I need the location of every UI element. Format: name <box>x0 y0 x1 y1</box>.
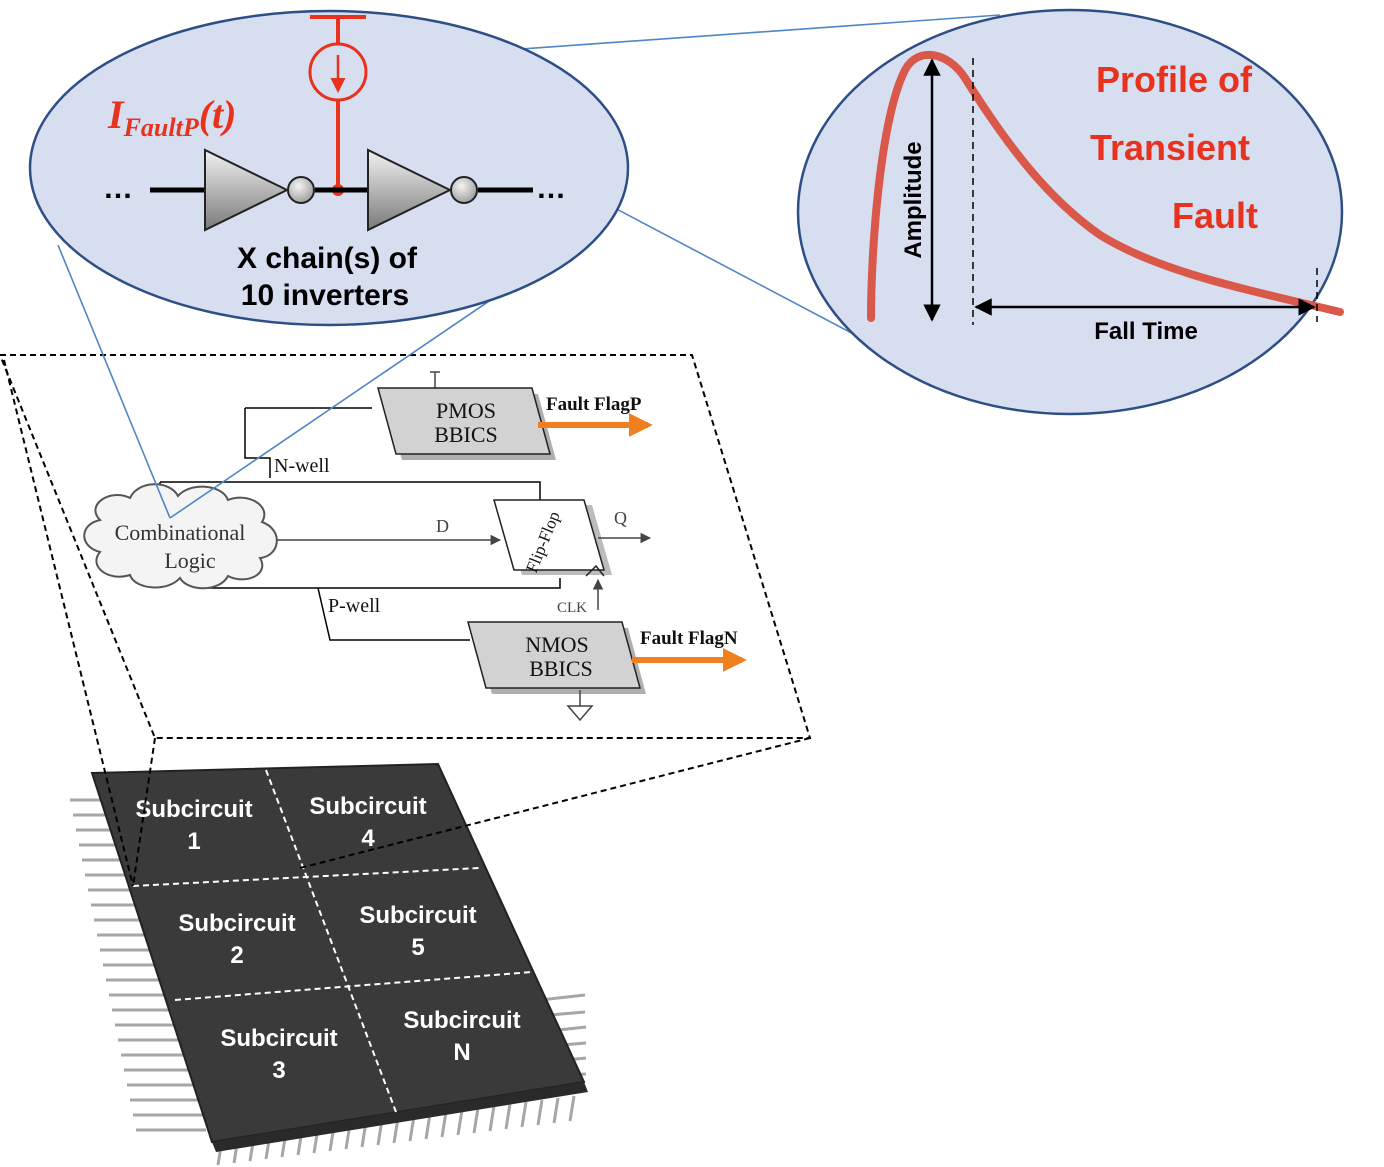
combinational-logic-cloud <box>83 483 278 590</box>
fault-flag-n-label: Fault FlagN <box>640 628 738 649</box>
subcircuit-2-number: 2 <box>230 942 243 969</box>
d-label: D <box>436 516 449 536</box>
ellipsis-left: … <box>103 172 133 205</box>
clock-edge-symbol <box>585 564 605 577</box>
transient-pulse-curve <box>867 50 1344 322</box>
pwell-label: P-well <box>328 595 381 617</box>
subcircuit-5-label: Subcircuit <box>359 902 476 929</box>
chip <box>70 762 588 1166</box>
subcircuit-1-label: Subcircuit <box>135 796 252 823</box>
pmos-vdd-symbol <box>430 371 440 388</box>
flip-flop-block <box>493 499 605 571</box>
amplitude-label: Amplitude <box>900 141 927 258</box>
chain-label-2: 10 inverters <box>241 279 409 312</box>
pmos-bbics-block <box>377 387 551 455</box>
subcircuit-4-label: Subcircuit <box>309 793 426 820</box>
nmos-bbics-block <box>467 621 641 689</box>
transient-bubble <box>796 8 1344 416</box>
inverter-1-icon <box>204 148 290 232</box>
chip-labels: Subcircuit 1 Subcircuit 4 Subcircuit 2 S… <box>135 793 520 1084</box>
nmos-ground-symbol <box>566 690 594 722</box>
inverter-bubble <box>28 9 630 327</box>
subcircuit-4-number: 4 <box>361 825 375 852</box>
chip-edge <box>212 1082 588 1152</box>
subcircuit-3-number: 3 <box>272 1057 285 1084</box>
pmos-label-1: PMOS <box>436 398 496 423</box>
transient-bubble-labels: Profile of Transient Fault Amplitude Fal… <box>900 59 1258 345</box>
fault-current-label: IFaultP(t) <box>107 92 236 142</box>
profile-title-2: Transient <box>1090 127 1250 168</box>
zoom-panel-outline <box>0 354 812 887</box>
fall-time-label: Fall Time <box>1094 318 1198 345</box>
circuit-schematic <box>83 371 747 722</box>
combinational-logic-label-1: Combinational <box>115 520 246 545</box>
subcircuit-3-label: Subcircuit <box>220 1025 337 1052</box>
profile-title-3: Fault <box>1172 195 1258 236</box>
chain-label-1: X chain(s) of <box>237 242 418 275</box>
chip-pins-bottom <box>216 1095 576 1166</box>
inverter-2-icon <box>367 148 453 232</box>
pmos-label-2: BBICS <box>434 422 498 447</box>
nmos-label-1: NMOS <box>525 632 589 657</box>
q-label: Q <box>614 508 627 528</box>
fault-flag-p-label: Fault FlagP <box>546 394 642 415</box>
inverter-bubble-ellipse <box>28 9 630 327</box>
ellipsis-right: … <box>536 172 566 205</box>
chip-pins-right <box>539 993 587 1077</box>
circuit-labels: PMOS BBICS NMOS BBICS Fault FlagP Fault … <box>115 394 738 681</box>
subcircuit-n-number: N <box>453 1039 470 1066</box>
subcircuit-2-label: Subcircuit <box>178 910 295 937</box>
combinational-logic-label-2: Logic <box>164 548 216 573</box>
subcircuit-5-number: 5 <box>411 934 424 961</box>
chip-pins-left <box>70 798 206 1132</box>
inverter-bubble-labels: IFaultP(t) … … X chain(s) of 10 inverter… <box>103 92 566 312</box>
subcircuit-1-number: 1 <box>187 828 200 855</box>
chip-grid <box>132 769 533 1113</box>
profile-title-1: Profile of <box>1096 59 1253 100</box>
nmos-label-2: BBICS <box>529 656 593 681</box>
clk-label: CLK <box>557 600 587 616</box>
subcircuit-n-label: Subcircuit <box>403 1007 520 1034</box>
nwell-label: N-well <box>274 455 330 477</box>
